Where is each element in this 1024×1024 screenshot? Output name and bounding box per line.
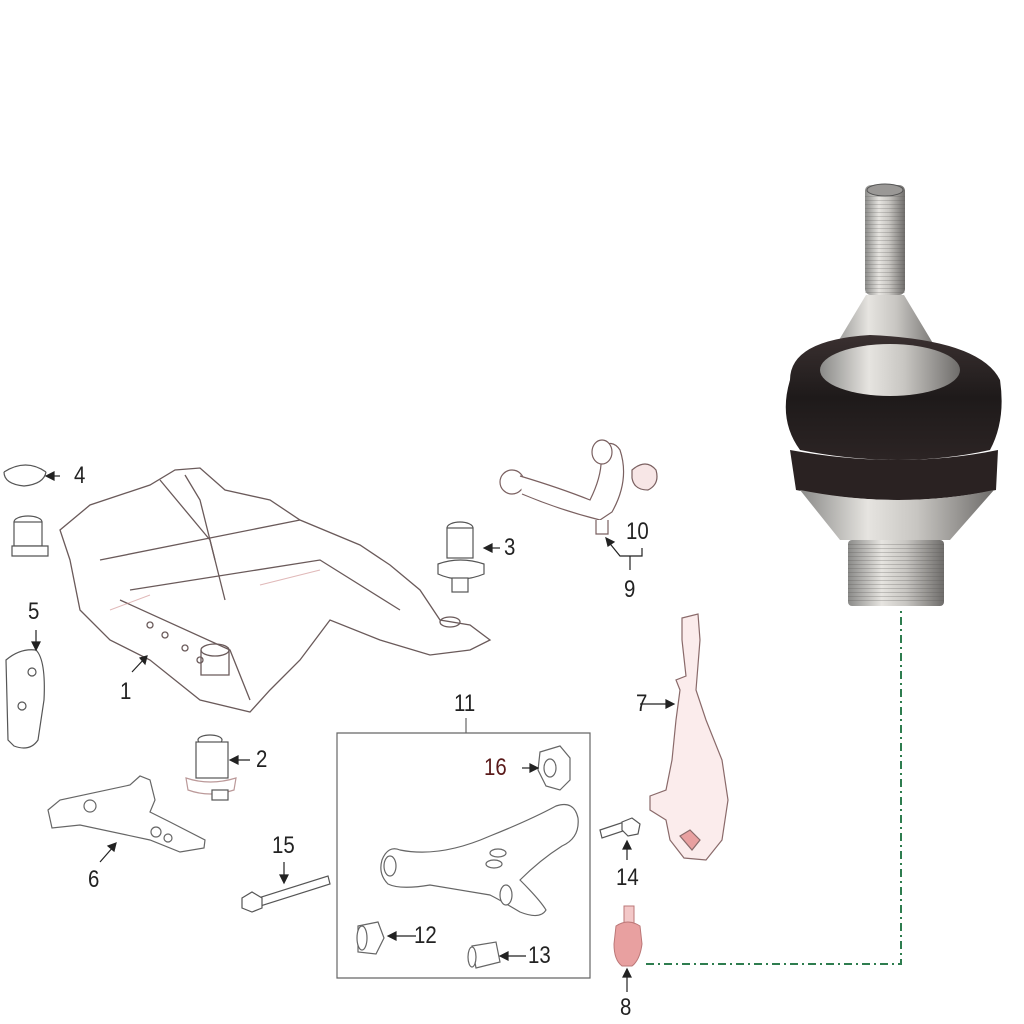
part-label-4: 4	[74, 462, 86, 489]
part-label-5: 5	[28, 598, 40, 625]
ball-joint-photo	[785, 183, 1002, 606]
part-label-11: 11	[454, 690, 476, 717]
part-label-14: 14	[616, 864, 639, 891]
part-label-2: 2	[256, 746, 268, 773]
part-8-ball-joint	[613, 905, 643, 967]
part-label-15: 15	[272, 832, 295, 859]
part-16-housing	[537, 745, 571, 791]
part-11-lower-arm	[380, 803, 579, 917]
part-12-bushing	[356, 921, 385, 955]
part-label-6: 6	[88, 866, 100, 893]
part-label-12: 12	[414, 922, 437, 949]
part-14-bolt	[599, 817, 641, 839]
part-label-9: 9	[624, 576, 636, 603]
part-label-10: 10	[626, 518, 649, 545]
part-1-subframe	[59, 467, 492, 713]
part-3-bushing	[437, 521, 485, 593]
part-5-bracket	[5, 649, 45, 749]
part-13-bushing	[467, 941, 501, 969]
subframe-red-accent	[109, 569, 321, 611]
part-15-bolt	[241, 875, 331, 913]
callout-line	[646, 610, 902, 965]
part-7-knuckle	[649, 613, 729, 861]
part-label-8: 8	[620, 994, 632, 1021]
part-6-bracket	[47, 775, 206, 853]
part-label-7: 7	[636, 690, 648, 717]
part-label-3: 3	[504, 534, 516, 561]
part-bushing-left	[11, 515, 49, 557]
part-9-upper-arm	[499, 439, 658, 535]
leader-arrows	[31, 471, 676, 992]
assembly-11-box	[336, 718, 591, 979]
part-label-16: 16	[484, 754, 507, 781]
part-label-13: 13	[528, 942, 551, 969]
part-label-1: 1	[120, 678, 132, 705]
part-2-bushing	[185, 734, 237, 801]
part-4-washer	[3, 464, 47, 487]
